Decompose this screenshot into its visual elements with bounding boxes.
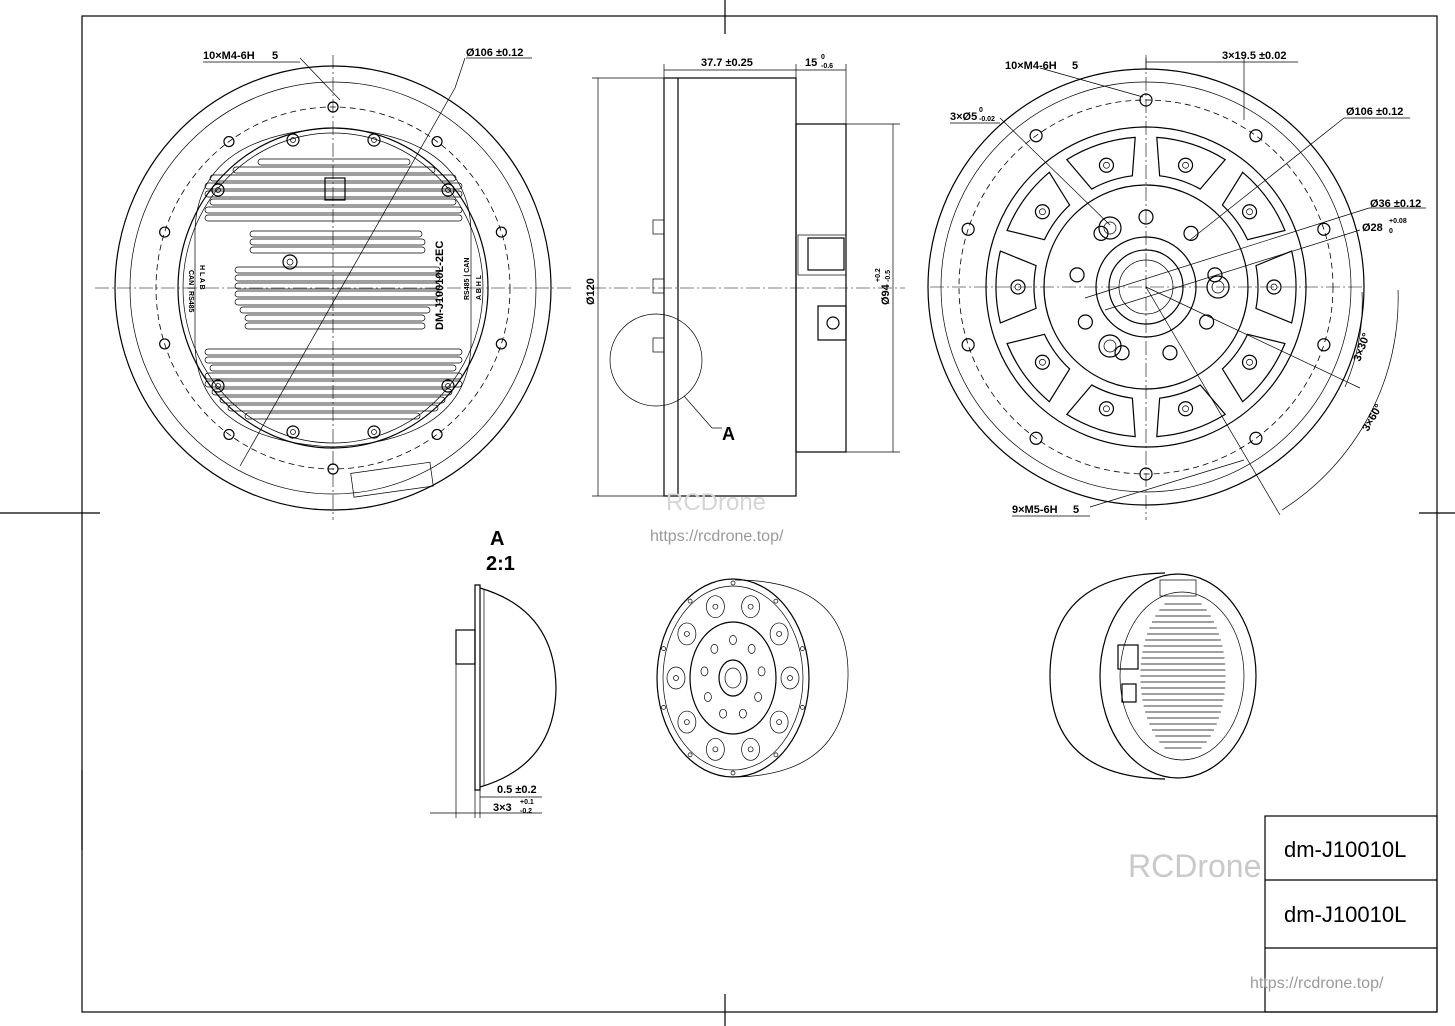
side-length-dim: 37.7 ±0.25 [701, 57, 753, 69]
rear-dia28-tol-up: +0.08 [1389, 218, 1407, 225]
detail-3x3-dim: 3×3 [493, 802, 512, 814]
front-port-left-1: CAN | RS485 [187, 270, 194, 313]
front-model-text: DM-J10010L-2EC [434, 241, 446, 330]
heat-sink-slots [204, 158, 463, 420]
connector-icon [324, 177, 346, 201]
side-15-tol-down: -0.6 [821, 63, 833, 70]
detail-title: A [490, 528, 504, 550]
rotor-holes [961, 93, 1331, 481]
side-94-dim: Ø94 [880, 283, 892, 305]
isometric-view-rotor [656, 578, 849, 778]
title-block: dm-J10010L dm-J10010L [1264, 815, 1438, 1013]
detail-gap-dim: 0.5 ±0.2 [497, 784, 537, 796]
rear-dia106-label: Ø106 ±0.12 [1346, 106, 1403, 118]
connector-icon [807, 237, 845, 271]
rotor-windows [995, 136, 1297, 438]
rear-holes-bottom-label: 9×M5-6H [1012, 504, 1058, 516]
front-port-right-1: RS485 | CAN [464, 258, 471, 300]
detail-a-view: A 2:1 0.5 ±0.2 3×3 +0.1 -0.2 [430, 528, 557, 818]
rear-pins-tol-up: 0 [979, 107, 983, 114]
rear-dia36-label: Ø36 ±0.12 [1370, 198, 1421, 210]
side-15-dim: 15 [805, 57, 817, 69]
rear-view: 10×M4-6H 5 3×19.5 ±0.02 3×Ø5 0 -0.02 Ø10… [927, 50, 1426, 520]
rear-pitch-label: 3×19.5 ±0.02 [1222, 50, 1286, 62]
rear-angle60-label: 3×60° [1360, 402, 1385, 433]
rear-holes-bottom-depth: 5 [1073, 504, 1079, 516]
side-15-tol-up: 0 [821, 54, 825, 61]
detail-3x3-tol-down: -0.2 [520, 808, 532, 815]
rear-angle30-label: 3×30° [1352, 331, 1373, 363]
isometric-view-back [1049, 572, 1257, 780]
detail-scale: 2:1 [486, 553, 515, 575]
detail-3x3-tol-up: +0.1 [520, 799, 534, 806]
rear-holes-top-depth: 5 [1072, 60, 1078, 72]
watermark-brand-center: RCDrone [666, 489, 766, 516]
rear-dia28-label: Ø28 [1362, 222, 1383, 234]
front-port-right-2: A B H L [476, 274, 483, 300]
mounting-holes [159, 101, 507, 475]
detail-marker: A [722, 424, 735, 444]
rear-pins-tol-down: -0.02 [979, 116, 995, 123]
front-holes-depth: 5 [272, 50, 278, 62]
watermark-brand-right: RCDrone [1128, 848, 1261, 884]
watermark-url-center: https://rcdrone.top/ [650, 528, 784, 545]
side-120-dim: Ø120 [585, 278, 597, 305]
front-port-left-2: H L A B [198, 265, 205, 290]
rear-holes-top-label: 10×M4-6H [1005, 60, 1057, 72]
side-view: 37.7 ±0.25 15 0 -0.6 Ø120 Ø94 +0.2 -0.5 … [585, 54, 905, 497]
watermarks: RCDrone https://rcdrone.top/ RCDrone htt… [650, 489, 1384, 992]
front-view: 10×M4-6H 5 Ø106 ±0.12 DM-J10010L-2EC CAN… [95, 47, 572, 520]
front-dia-label: Ø106 ±0.12 [466, 47, 523, 59]
rear-pins-label: 3×Ø5 [950, 111, 977, 123]
front-holes-label: 10×M4-6H [203, 50, 255, 62]
side-94-tol-up: +0.2 [875, 268, 882, 282]
title-name-1: dm-J10010L [1284, 837, 1406, 862]
title-name-2: dm-J10010L [1284, 902, 1406, 927]
side-94-tol-down: -0.5 [885, 270, 892, 282]
rear-dia28-tol-down: 0 [1389, 228, 1393, 235]
watermark-url-right: https://rcdrone.top/ [1250, 975, 1384, 992]
